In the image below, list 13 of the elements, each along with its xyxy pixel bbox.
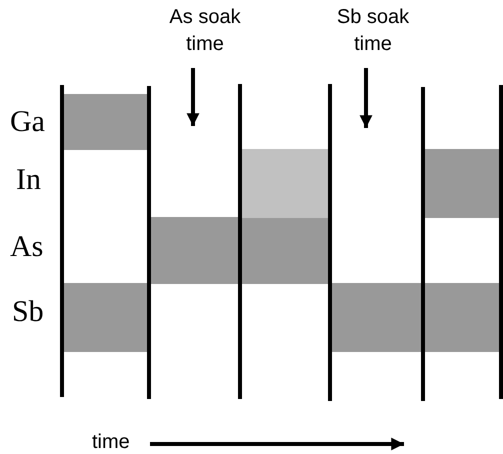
axis-label: time xyxy=(92,430,130,454)
annotation-text: Sb soak time xyxy=(325,4,421,60)
row-label: Sb xyxy=(12,296,44,328)
shutter-open-bar xyxy=(241,149,330,218)
row-label: In xyxy=(16,164,41,196)
shutter-open-bar xyxy=(64,283,148,352)
shutter-open-bar xyxy=(64,94,148,150)
annotation-text: As soak time xyxy=(160,4,250,60)
row-label: Ga xyxy=(10,106,45,138)
row-label: As xyxy=(10,231,44,263)
shutter-open-bar xyxy=(150,217,330,284)
arrow xyxy=(186,68,200,126)
arrow xyxy=(360,68,372,128)
